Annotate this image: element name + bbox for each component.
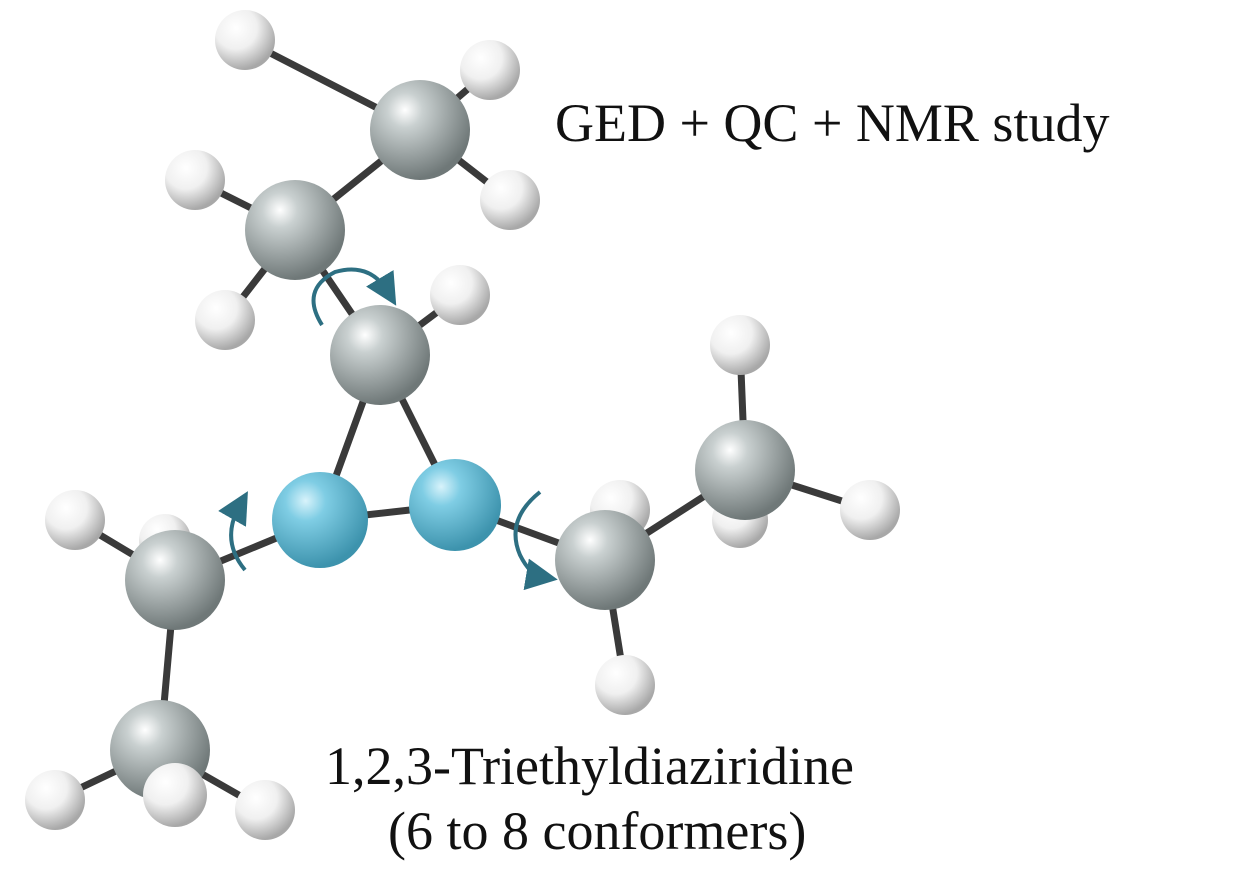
carbon-atom (330, 305, 430, 405)
hydrogen-atom (480, 170, 540, 230)
study-title: GED + QC + NMR study (555, 93, 1110, 153)
nitrogen-atom (409, 459, 501, 551)
carbon-atom (370, 80, 470, 180)
carbon-atom (245, 180, 345, 280)
hydrogen-atom (595, 655, 655, 715)
rotation-arrow-icon (218, 491, 248, 572)
atoms (25, 10, 900, 840)
hydrogen-atom (235, 780, 295, 840)
hydrogen-atom (215, 10, 275, 70)
conformer-count: (6 to 8 conformers) (388, 801, 807, 861)
compound-name: 1,2,3-Triethyldiaziridine (325, 736, 854, 796)
carbon-atom (695, 420, 795, 520)
rotation-arrow-icon (513, 490, 558, 591)
hydrogen-atom (430, 265, 490, 325)
hydrogen-atom (45, 490, 105, 550)
hydrogen-atom (165, 150, 225, 210)
hydrogen-atom (460, 40, 520, 100)
hydrogen-atom (840, 480, 900, 540)
carbon-atom (555, 510, 655, 610)
hydrogen-atom (195, 290, 255, 350)
carbon-atom (125, 530, 225, 630)
hydrogen-atom (143, 763, 207, 827)
hydrogen-atom (25, 770, 85, 830)
hydrogen-atom (710, 315, 770, 375)
rotation-arrow-icon (311, 267, 397, 327)
nitrogen-atom (272, 472, 368, 568)
rotation-arrows (218, 267, 558, 591)
